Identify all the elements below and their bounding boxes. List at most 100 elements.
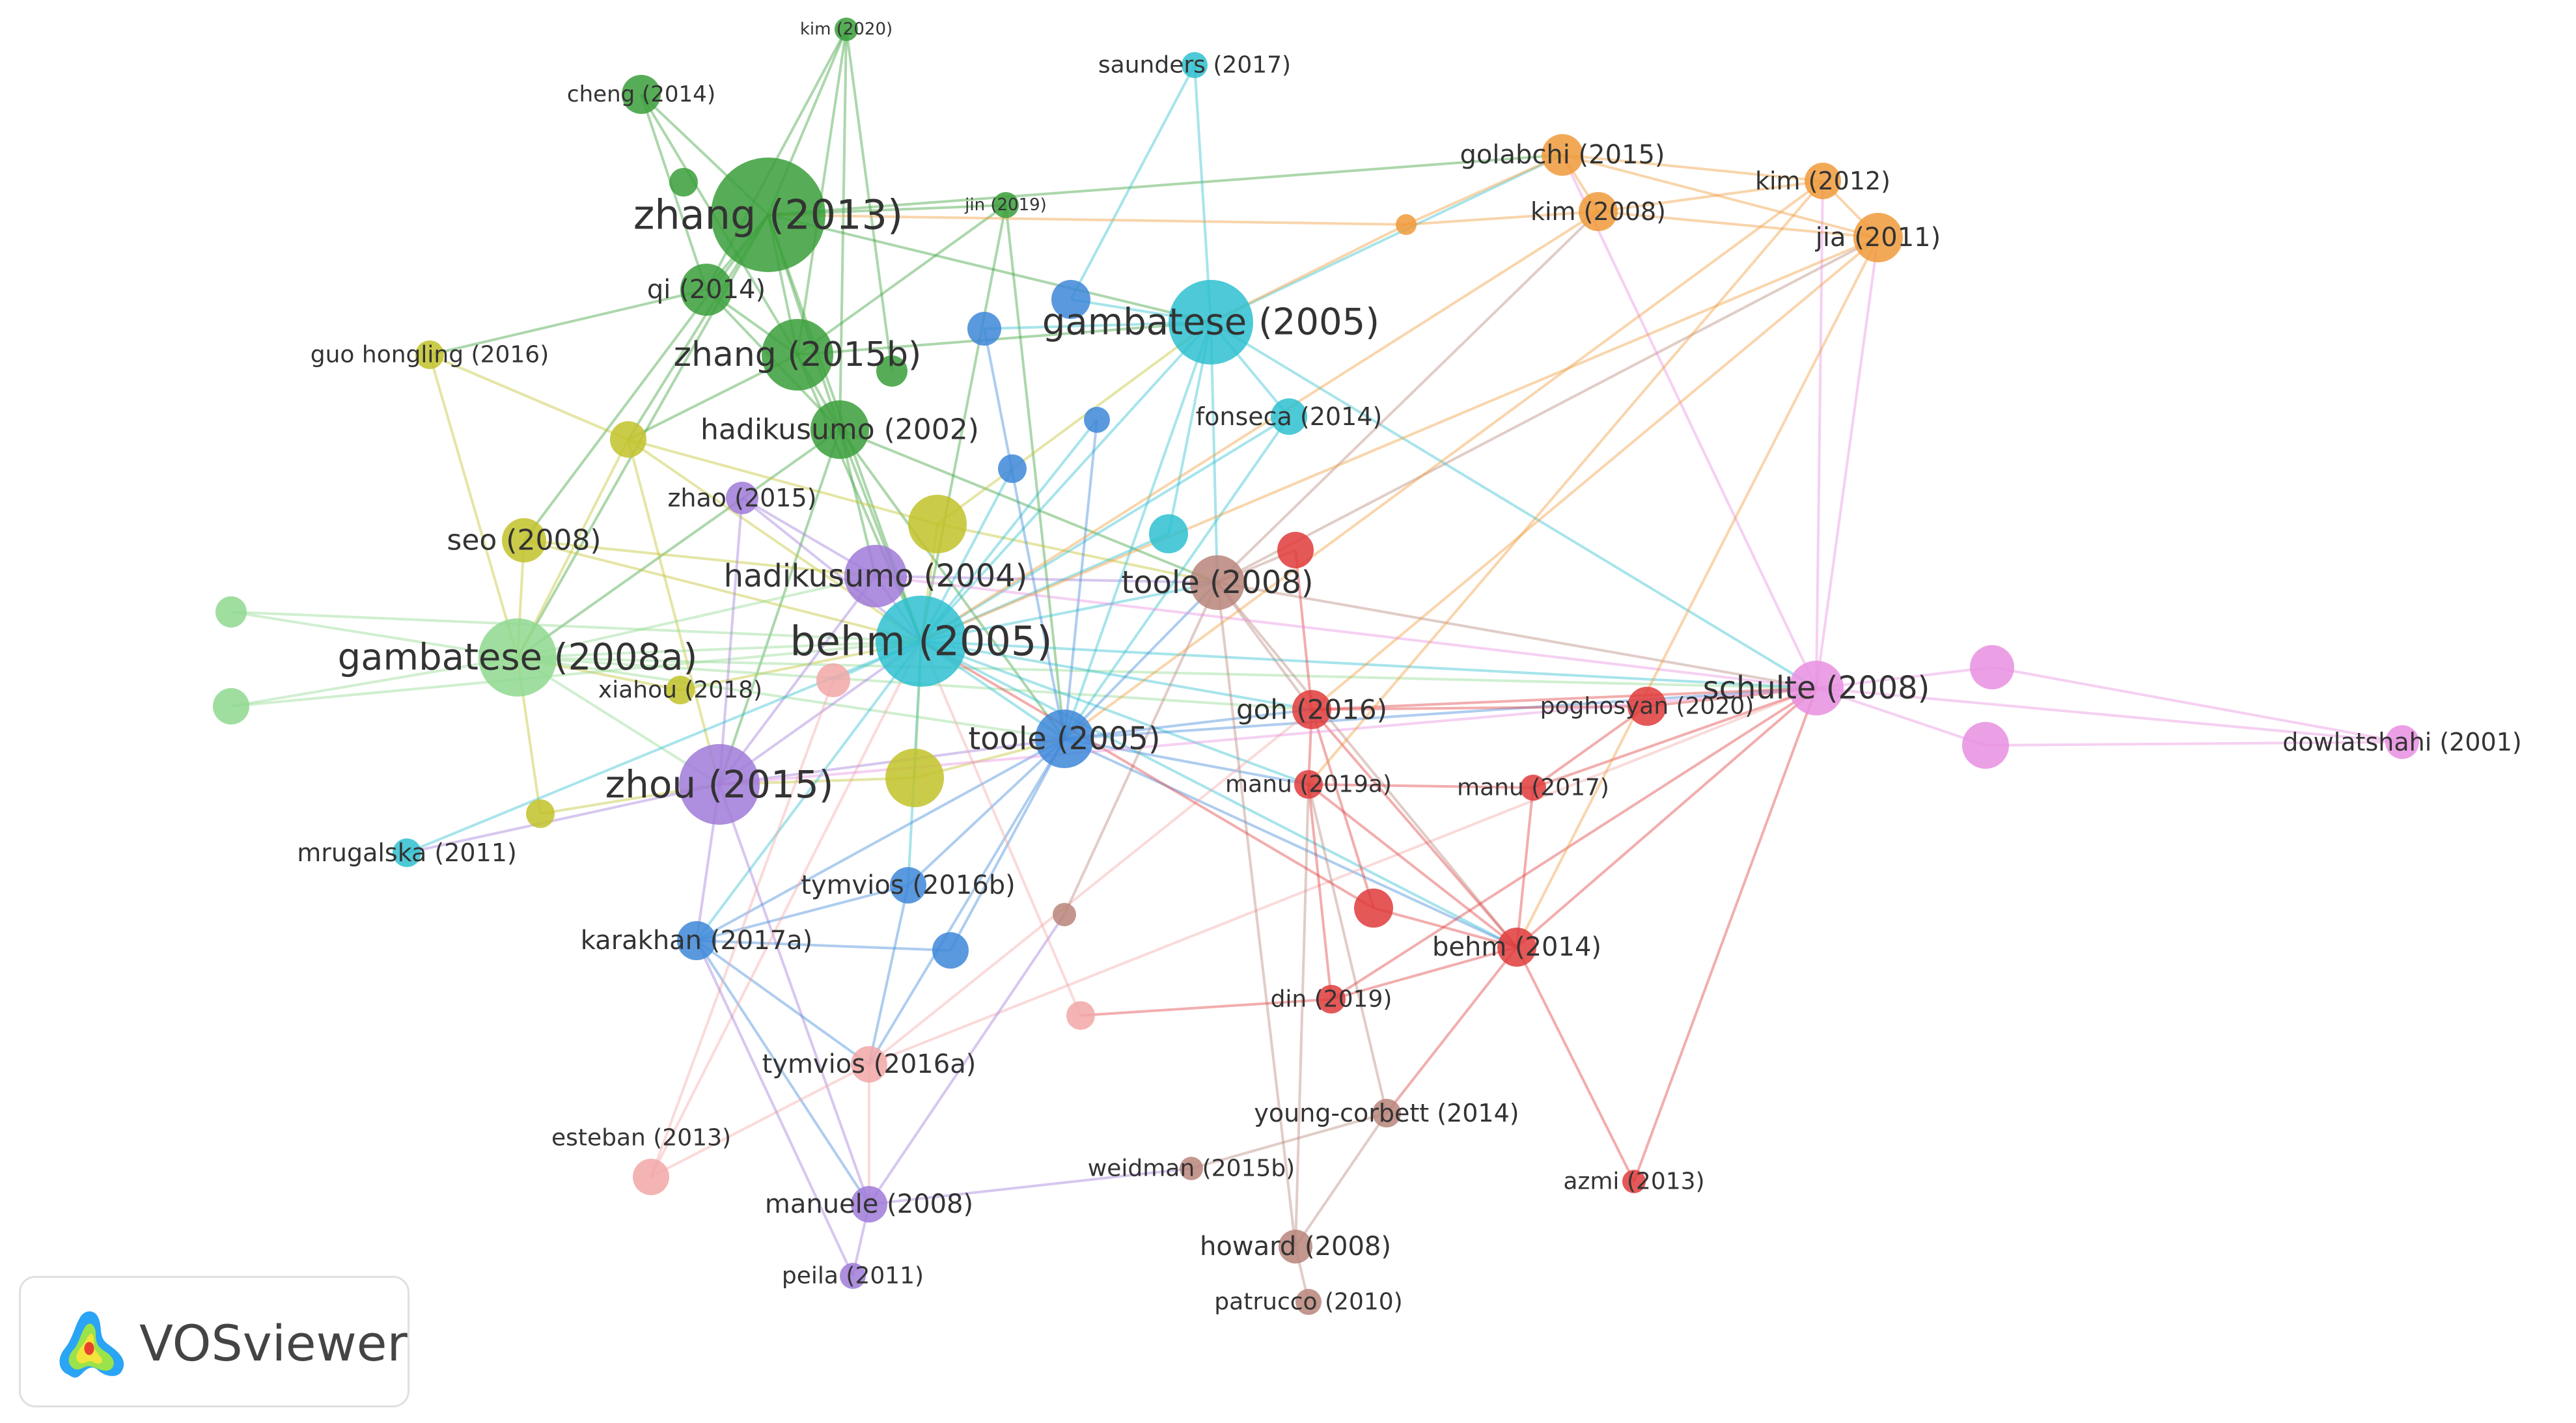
node-xiahou2018[interactable] — [666, 676, 695, 704]
node-label-kim2020[interactable]: kim (2020) — [800, 20, 893, 39]
node-label-weidman2015b[interactable]: weidman (2015b) — [1088, 1155, 1295, 1182]
node-toole2008[interactable] — [1190, 555, 1245, 610]
node-poghosyan2020[interactable] — [1627, 687, 1667, 726]
node-weidman2015b[interactable] — [1180, 1157, 1203, 1180]
node-label-din2019[interactable]: din (2019) — [1271, 986, 1392, 1013]
node-label-xiahou2018[interactable]: xiahou (2018) — [598, 677, 762, 704]
node-behm2005[interactable] — [876, 596, 967, 687]
node-mrugalska2011[interactable] — [393, 838, 421, 867]
node-u_b1[interactable] — [967, 312, 1001, 346]
node-label-patrucco2010[interactable]: patrucco (2010) — [1214, 1289, 1402, 1316]
node-label-azmi2013[interactable]: azmi (2013) — [1563, 1168, 1704, 1195]
node-label-zhao2015[interactable]: zhao (2015) — [667, 484, 816, 512]
node-label-qi2014[interactable]: qi (2014) — [647, 275, 766, 305]
node-hadikusumo2004[interactable] — [844, 545, 907, 607]
node-label-kim2012[interactable]: kim (2012) — [1755, 167, 1890, 195]
node-zhao2015[interactable] — [726, 482, 758, 514]
node-din2019[interactable] — [1317, 985, 1346, 1014]
node-esteban2013[interactable] — [633, 1159, 669, 1195]
node-u_y1[interactable] — [610, 421, 646, 458]
node-manu2019a[interactable] — [1294, 770, 1323, 799]
node-u_y3[interactable] — [885, 749, 944, 807]
node-label-fonseca2014[interactable]: fonseca (2014) — [1196, 402, 1383, 431]
node-kim2020[interactable] — [835, 18, 858, 41]
node-u_lg1[interactable] — [215, 596, 247, 628]
node-label-peila2011[interactable]: peila (2011) — [782, 1263, 924, 1290]
node-saunders2017[interactable] — [1182, 52, 1208, 78]
node-label-guohongling2016[interactable]: guo hongling (2016) — [311, 342, 549, 368]
node-label-manu2019a[interactable]: manu (2019a) — [1225, 771, 1392, 798]
node-patrucco2010[interactable] — [1295, 1289, 1322, 1315]
node-label-zhou2015[interactable]: zhou (2015) — [605, 762, 834, 807]
node-kim2008[interactable] — [1579, 192, 1618, 231]
node-u_lg2[interactable] — [213, 688, 249, 725]
node-u_b2[interactable] — [1051, 280, 1090, 319]
node-goh2016[interactable] — [1292, 690, 1331, 729]
node-label-kim2008[interactable]: kim (2008) — [1530, 197, 1666, 226]
node-label-jin2019[interactable]: jin (2019) — [964, 195, 1047, 215]
node-u_r1[interactable] — [1277, 532, 1314, 568]
node-u_p1[interactable] — [816, 663, 850, 697]
node-u_b5[interactable] — [932, 932, 969, 969]
node-kim2012[interactable] — [1805, 163, 1841, 199]
node-seo2008[interactable] — [502, 518, 546, 562]
node-u_m2[interactable] — [1962, 722, 2009, 769]
node-gambatese2005[interactable] — [1169, 280, 1253, 365]
node-jia2011[interactable] — [1853, 213, 1903, 262]
node-label-poghosyan2020[interactable]: poghosyan (2020) — [1540, 693, 1754, 720]
node-zhou2015[interactable] — [679, 744, 760, 825]
node-label-behm2005[interactable]: behm (2005) — [790, 618, 1052, 665]
node-label-seo2008[interactable]: seo (2008) — [447, 524, 601, 557]
node-u_r2[interactable] — [1354, 889, 1393, 928]
node-label-saunders2017[interactable]: saunders (2017) — [1098, 52, 1291, 79]
node-label-zhang2013[interactable]: zhang (2013) — [633, 191, 903, 239]
node-toole2005[interactable] — [1035, 710, 1094, 768]
node-u_y2[interactable] — [908, 495, 967, 553]
node-label-hadikusumo2004[interactable]: hadikusumo (2004) — [724, 558, 1028, 594]
node-zhang2015b[interactable] — [762, 319, 833, 391]
node-dowlatshahi2001[interactable] — [2385, 725, 2419, 759]
node-u_b4[interactable] — [998, 454, 1027, 483]
node-guohongling2016[interactable] — [415, 340, 444, 369]
node-u_b3[interactable] — [1084, 407, 1110, 433]
node-qi2014[interactable] — [680, 264, 732, 316]
node-label-toole2008[interactable]: toole (2008) — [1121, 564, 1313, 601]
node-fonseca2014[interactable] — [1271, 398, 1307, 435]
node-karakhan2017a[interactable] — [677, 921, 716, 960]
node-label-zhang2015b[interactable]: zhang (2015b) — [674, 335, 922, 374]
node-cheng2014[interactable] — [622, 75, 661, 114]
node-azmi2013[interactable] — [1622, 1170, 1646, 1193]
node-label-golabchi2015[interactable]: golabchi (2015) — [1460, 140, 1665, 170]
node-tymvios2016b[interactable] — [890, 867, 926, 904]
node-u_m1[interactable] — [1970, 645, 2014, 689]
node-manuele2008[interactable] — [851, 1186, 887, 1223]
node-u_o1[interactable] — [1396, 214, 1417, 235]
node-label-mrugalska2011[interactable]: mrugalska (2011) — [297, 838, 517, 867]
node-u_g2[interactable] — [876, 355, 907, 387]
node-label-gambatese2008a[interactable]: gambatese (2008a) — [338, 637, 698, 679]
node-label-schulte2008[interactable]: schulte (2008) — [1703, 670, 1930, 706]
node-label-manu2017[interactable]: manu (2017) — [1457, 775, 1609, 801]
node-gambatese2008a[interactable] — [478, 618, 557, 697]
node-golabchi2015[interactable] — [1542, 134, 1583, 176]
node-label-jia2011[interactable]: jia (2011) — [1815, 223, 1941, 253]
node-label-tymvios2016b[interactable]: tymvios (2016b) — [801, 870, 1016, 900]
node-schulte2008[interactable] — [1789, 661, 1844, 715]
node-u_y4[interactable] — [526, 799, 555, 828]
node-zhang2013[interactable] — [711, 158, 825, 272]
node-u_br1[interactable] — [1053, 903, 1076, 926]
node-label-hadikusumo2002[interactable]: hadikusumo (2002) — [700, 413, 979, 447]
node-u_p2[interactable] — [1066, 1001, 1095, 1030]
node-label-cheng2014[interactable]: cheng (2014) — [567, 81, 715, 107]
node-label-esteban2013[interactable]: esteban (2013) — [551, 1125, 731, 1152]
node-label-gambatese2005[interactable]: gambatese (2005) — [1042, 301, 1379, 344]
node-label-tymvios2016a[interactable]: tymvios (2016a) — [762, 1049, 976, 1079]
node-peila2011[interactable] — [840, 1263, 866, 1289]
node-label-behm2014[interactable]: behm (2014) — [1432, 932, 1601, 962]
node-label-dowlatshahi2001[interactable]: dowlatshahi (2001) — [2282, 728, 2521, 756]
node-jin2019[interactable] — [993, 192, 1019, 218]
node-label-howard2008[interactable]: howard (2008) — [1200, 1232, 1391, 1262]
node-howard2008[interactable] — [1279, 1230, 1312, 1264]
